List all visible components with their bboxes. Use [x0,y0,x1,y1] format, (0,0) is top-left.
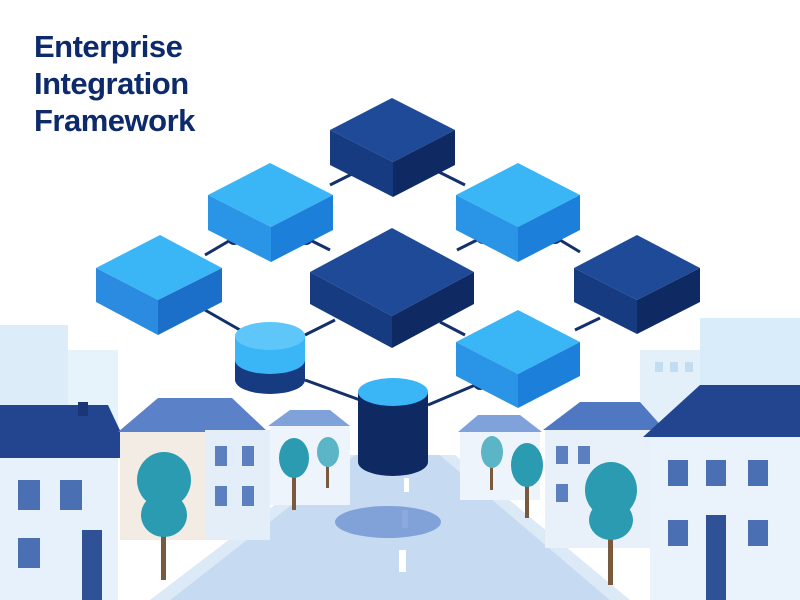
cube-node-icon [456,310,580,408]
cube-node-icon [96,235,222,335]
title-line-3: Framework [34,103,195,138]
cube-node-icon [330,98,455,197]
tree-icon [317,437,339,488]
title-line-2: Integration [34,66,189,101]
tree-icon [137,452,191,580]
cube-node-icon [574,235,700,334]
house-right-front [643,385,800,600]
house-left-front [0,402,133,600]
tree-icon [481,436,503,490]
database-cylinder-icon [235,322,305,394]
cube-node-icon [456,163,580,262]
database-shadow [335,506,441,538]
tree-icon [279,438,309,510]
title-line-1: Enterprise [34,29,183,64]
tree-icon [585,462,637,585]
database-cylinder-icon [358,378,428,476]
cube-node-icon [310,228,474,348]
house-left-middle [118,398,270,540]
page-title: Enterprise Integration Framework [34,28,195,139]
cube-node-icon [208,163,333,262]
tree-icon [511,443,543,518]
